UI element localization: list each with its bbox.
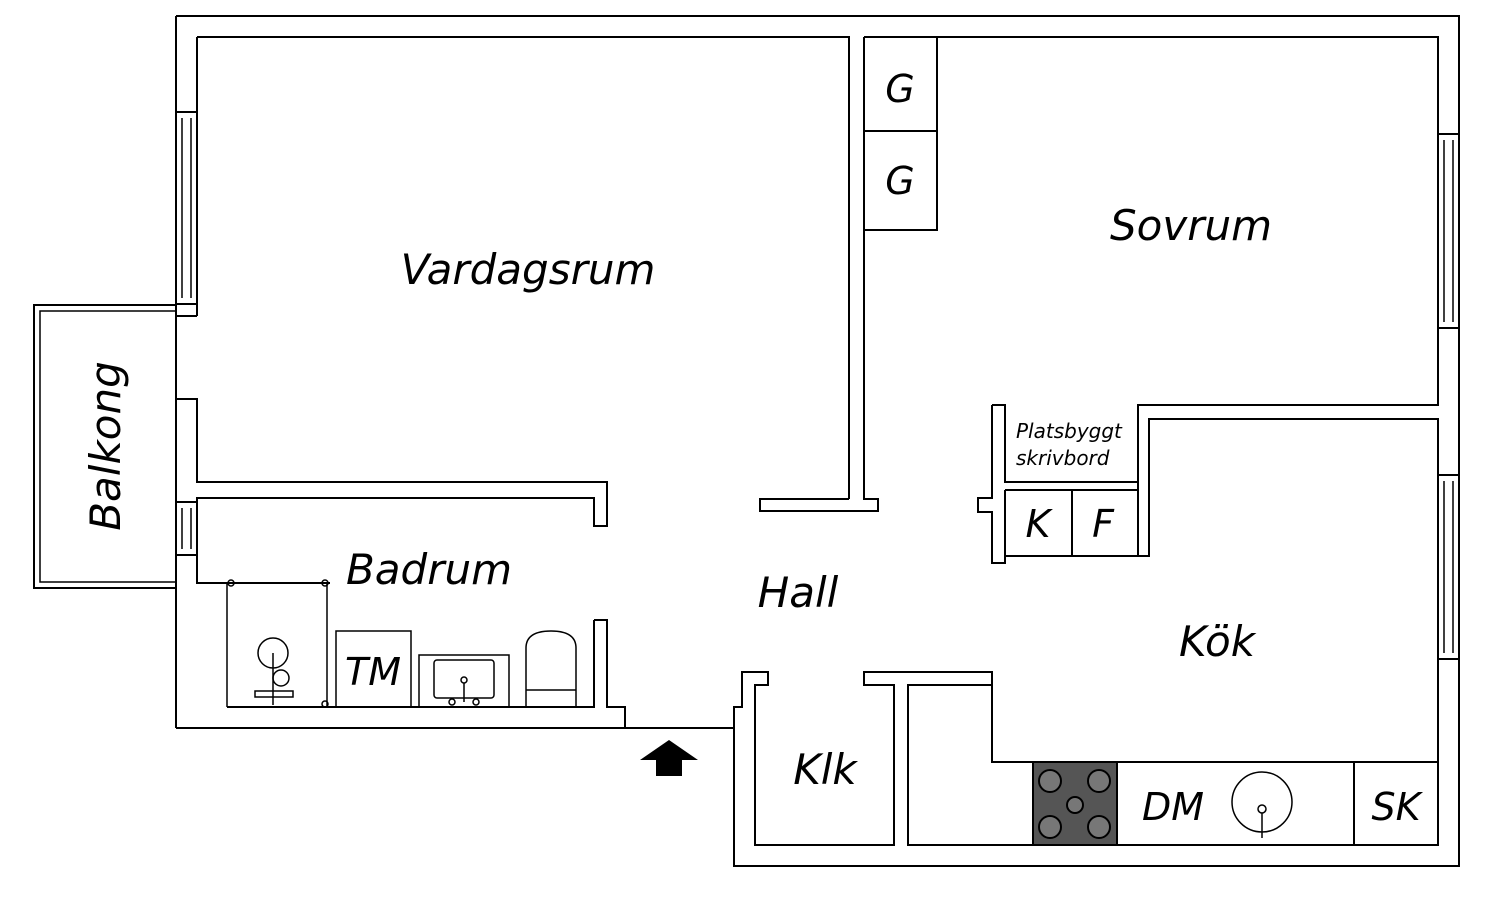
wardrobe-label: G — [885, 67, 914, 111]
room-label-balkong: Balkong — [81, 361, 130, 531]
room-label-kok: Kök — [1179, 617, 1257, 666]
wardrobe-top: G — [885, 67, 914, 111]
stove-icon — [1032, 761, 1118, 846]
shower — [226, 579, 329, 708]
window-left-top — [175, 111, 198, 305]
room-label-sovrum: Sovrum — [1110, 201, 1272, 250]
outer-walls — [175, 15, 1460, 867]
room-label-vardagsrum: Vardagsrum — [401, 245, 656, 294]
fridge-label: K — [1026, 502, 1054, 546]
toilet-icon — [525, 630, 577, 708]
room-label-badrum: Badrum — [346, 545, 512, 594]
balcony — [33, 304, 176, 589]
window-left-bottom — [175, 501, 198, 556]
dishwasher-label: DM — [1142, 785, 1204, 829]
interior-walls — [227, 37, 1438, 846]
room-label-klk: Klk — [793, 745, 858, 794]
room-label-hall: Hall — [758, 568, 839, 617]
freezer-label: F — [1092, 502, 1115, 546]
desk-label-line1: Platsbyggt — [1016, 419, 1123, 443]
desk-label-line2: skrivbord — [1016, 446, 1110, 470]
sink-icon — [1231, 771, 1293, 838]
entrance-arrow-icon — [640, 740, 698, 776]
window-right-bottom — [1437, 474, 1460, 660]
washing-machine-label: TM — [345, 650, 401, 694]
washing-machine: TM — [335, 630, 412, 708]
cabinet-label: SK — [1371, 785, 1423, 829]
wardrobe-bottom: G — [885, 159, 914, 203]
window-right-top — [1437, 133, 1460, 329]
shower-icon — [254, 637, 294, 705]
washbasin-icon — [418, 654, 510, 708]
wardrobe-label: G — [885, 159, 914, 203]
